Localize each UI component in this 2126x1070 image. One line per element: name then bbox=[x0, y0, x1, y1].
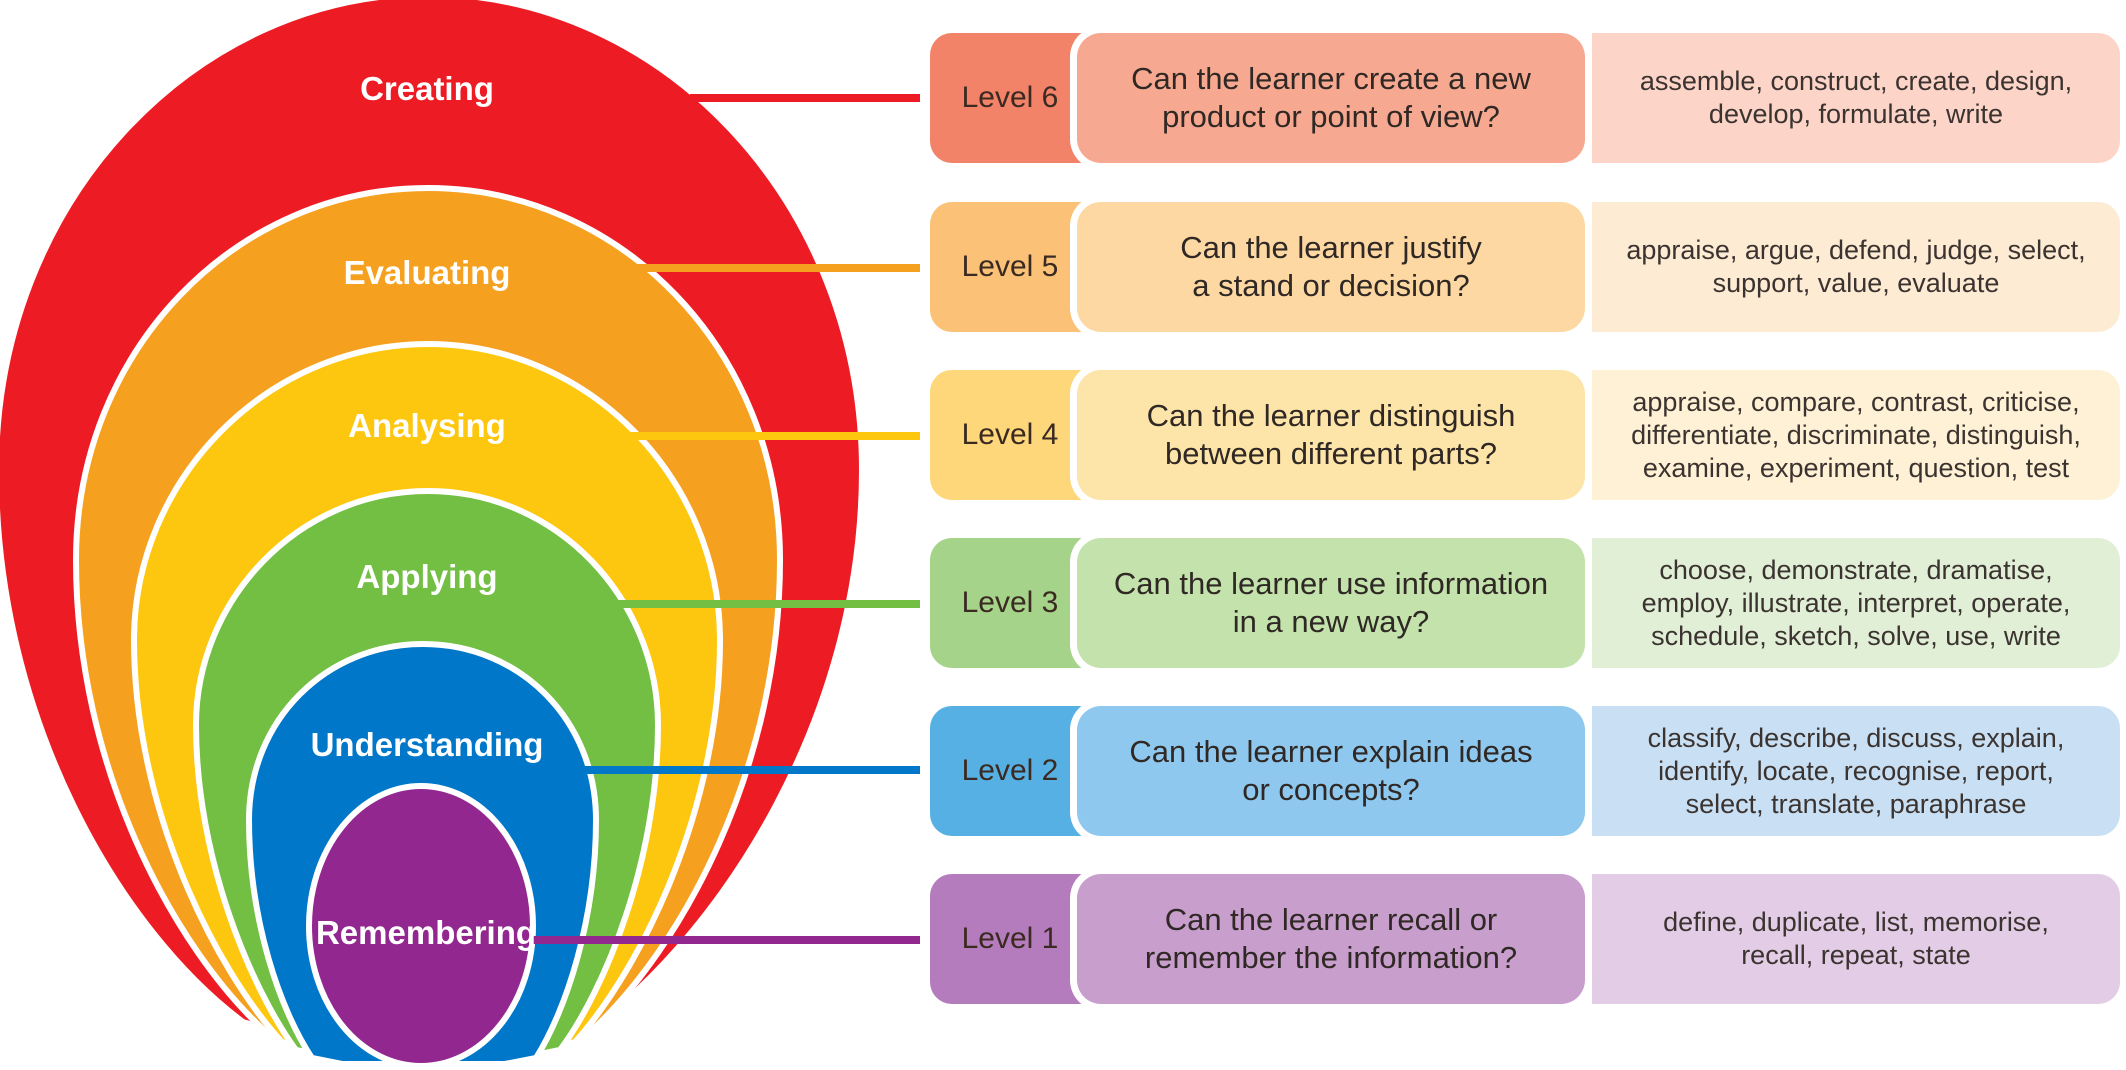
verbs-box: choose, demonstrate, dramatise, employ, … bbox=[1592, 538, 2120, 668]
verbs-text: define, duplicate, list, memorise, recal… bbox=[1663, 907, 2049, 970]
question-text: Can the learner justify a stand or decis… bbox=[1180, 230, 1482, 303]
connector-lines bbox=[530, 94, 920, 944]
verbs-text: classify, describe, discuss, explain, id… bbox=[1647, 722, 2065, 819]
level-row-2: Level 2 Can the learner explain ideas or… bbox=[930, 706, 2120, 836]
question-text: Can the learner distinguish between diff… bbox=[1146, 398, 1516, 471]
level-label: Level 5 bbox=[961, 250, 1059, 283]
level-row-3: Level 3 Can the learner use information … bbox=[930, 538, 2120, 668]
level-row-6: Level 6 Can the learner create a new pro… bbox=[930, 33, 2120, 163]
question-text: Can the learner use information in a new… bbox=[1113, 566, 1549, 639]
verbs-box: define, duplicate, list, memorise, recal… bbox=[1592, 874, 2120, 1004]
label-evaluating: Evaluating bbox=[344, 254, 511, 291]
level-badge: Level 6 bbox=[930, 33, 1090, 163]
level-label: Level 3 bbox=[961, 586, 1059, 619]
level-badge: Level 5 bbox=[930, 202, 1090, 332]
label-remembering: Remembering bbox=[316, 914, 536, 951]
verbs-text: assemble, construct, create, design, dev… bbox=[1639, 66, 2073, 129]
level-label: Level 1 bbox=[961, 922, 1059, 955]
level-label: Level 2 bbox=[961, 754, 1059, 787]
verbs-box: appraise, argue, defend, judge, select, … bbox=[1592, 202, 2120, 332]
question-box: Can the learner create a new product or … bbox=[1077, 33, 1585, 163]
label-analysing: Analysing bbox=[348, 407, 506, 444]
verbs-text: choose, demonstrate, dramatise, employ, … bbox=[1641, 554, 2071, 651]
connector-remembering bbox=[530, 936, 920, 944]
connector-applying bbox=[604, 600, 920, 608]
question-text: Can the learner create a new product or … bbox=[1131, 61, 1531, 134]
connector-evaluating bbox=[636, 264, 920, 272]
level-badge: Level 3 bbox=[930, 538, 1090, 668]
level-badge: Level 2 bbox=[930, 706, 1090, 836]
verbs-box: assemble, construct, create, design, dev… bbox=[1592, 33, 2120, 163]
layer-remembering bbox=[306, 783, 536, 1069]
verbs-box: appraise, compare, contrast, criticise, … bbox=[1592, 370, 2120, 500]
level-row-4: Level 4 Can the learner distinguish betw… bbox=[930, 370, 2120, 500]
label-creating: Creating bbox=[360, 70, 494, 107]
verbs-text: appraise, argue, defend, judge, select, … bbox=[1626, 235, 2086, 298]
level-label: Level 4 bbox=[961, 418, 1059, 451]
label-understanding: Understanding bbox=[311, 726, 544, 763]
question-box: Can the learner justify a stand or decis… bbox=[1077, 202, 1585, 332]
question-box: Can the learner use information in a new… bbox=[1077, 538, 1585, 668]
verbs-text: appraise, compare, contrast, criticise, … bbox=[1631, 386, 2081, 483]
question-box: Can the learner distinguish between diff… bbox=[1077, 370, 1585, 500]
level-label: Level 6 bbox=[961, 81, 1059, 114]
question-text: Can the learner recall or remember the i… bbox=[1144, 902, 1518, 975]
question-box: Can the learner recall or remember the i… bbox=[1077, 874, 1585, 1004]
layer-labels: Creating Evaluating Analysing Applying U… bbox=[311, 70, 544, 951]
verbs-box: classify, describe, discuss, explain, id… bbox=[1592, 706, 2120, 836]
connector-understanding bbox=[576, 766, 920, 774]
question-box: Can the learner explain ideas or concept… bbox=[1077, 706, 1585, 836]
level-row-5: Level 5 Can the learner justify a stand … bbox=[930, 202, 2120, 332]
connector-creating bbox=[690, 94, 920, 102]
level-badge: Level 4 bbox=[930, 370, 1090, 500]
nested-layers bbox=[0, 0, 866, 1069]
label-applying: Applying bbox=[356, 558, 497, 595]
question-text: Can the learner explain ideas or concept… bbox=[1129, 734, 1533, 807]
level-badge: Level 1 bbox=[930, 874, 1090, 1004]
connector-analysing bbox=[616, 432, 920, 440]
level-row-1: Level 1 Can the learner recall or rememb… bbox=[930, 874, 2120, 1004]
